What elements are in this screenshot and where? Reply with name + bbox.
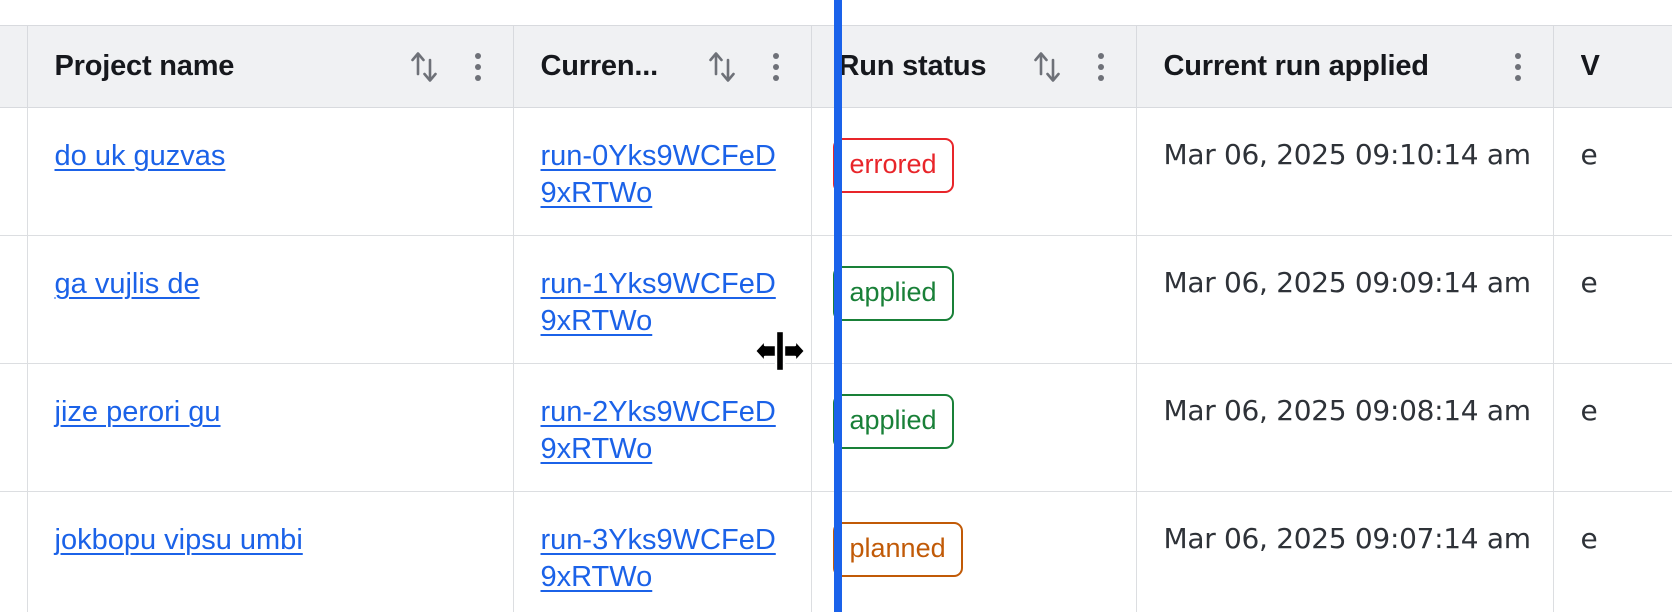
table-body: do uk guzvas run-0Yks9WCFeD9xRTWo errore… [0,107,1672,612]
table-header: Project name [0,25,1672,108]
cell-current-run: run-0Yks9WCFeD9xRTWo [513,107,812,236]
kebab-menu-icon[interactable] [1503,47,1533,87]
cell-run-status: planned [811,491,1137,612]
project-name-link[interactable]: jize perori gu [54,396,221,428]
column-header-label-project-name: Project name [54,50,235,82]
current-run-link[interactable]: run-0Yks9WCFeD9xRTWo [540,140,776,210]
cell-current-run-applied: Mar 06, 2025 09:08:14 am [1136,363,1554,492]
row-select-cell[interactable] [0,235,28,364]
cell-current-run-applied: Mar 06, 2025 09:10:14 am [1136,107,1554,236]
cell-current-run-applied: Mar 06, 2025 09:07:14 am [1136,491,1554,612]
cell-project-name: do uk guzvas [27,107,514,236]
cell-current-run: run-3Yks9WCFeD9xRTWo [513,491,812,612]
row-select-cell[interactable] [0,491,28,612]
table-row[interactable]: jokbopu vipsu umbi run-3Yks9WCFeD9xRTWo … [0,491,1672,612]
vcs-text: e [1580,266,1598,299]
column-header-project-name[interactable]: Project name [27,25,514,108]
status-badge: planned [832,522,963,577]
column-header-select[interactable] [0,25,28,108]
cell-project-name: ga vujlis de [27,235,514,364]
vcs-text: e [1580,394,1598,427]
project-name-link[interactable]: do uk guzvas [54,140,226,172]
current-run-applied-text: Mar 06, 2025 09:09:14 am [1163,266,1532,299]
row-select-cell[interactable] [0,107,28,236]
cell-vcs: e [1553,235,1672,364]
project-name-link[interactable]: jokbopu vipsu umbi [54,524,303,556]
kebab-menu-icon[interactable] [761,47,791,87]
column-header-current-run[interactable]: Curren... [513,25,812,108]
status-badge: errored [832,138,954,193]
cell-current-run-applied: Mar 06, 2025 09:09:14 am [1136,235,1554,364]
current-run-link[interactable]: run-3Yks9WCFeD9xRTWo [540,524,776,594]
table-row[interactable]: jize perori gu run-2Yks9WCFeD9xRTWo appl… [0,363,1672,492]
current-run-applied-text: Mar 06, 2025 09:10:14 am [1163,138,1532,171]
header-row: Project name [0,25,1672,108]
sort-icon[interactable] [407,47,441,87]
table-scroll-area[interactable]: Project name [0,25,1672,612]
status-badge: applied [832,266,954,321]
cell-vcs: e [1553,363,1672,492]
row-select-cell[interactable] [0,363,28,492]
cell-current-run: run-2Yks9WCFeD9xRTWo [513,363,812,492]
cell-run-status: applied [811,235,1137,364]
cell-vcs: e [1553,107,1672,236]
column-header-label-vcs: V [1580,50,1600,82]
column-header-label-current-run-applied: Current run applied [1163,50,1429,82]
cell-project-name: jokbopu vipsu umbi [27,491,514,612]
column-header-vcs[interactable]: V [1553,25,1672,108]
vcs-text: e [1580,522,1598,555]
column-header-run-status[interactable]: Run status [811,25,1137,108]
sort-icon[interactable] [705,47,739,87]
vcs-text: e [1580,138,1598,171]
current-run-applied-text: Mar 06, 2025 09:07:14 am [1163,522,1532,555]
kebab-menu-icon[interactable] [463,47,493,87]
column-header-label-current-run: Curren... [540,50,658,82]
column-header-current-run-applied[interactable]: Current run applied [1136,25,1554,108]
kebab-menu-icon[interactable] [1086,47,1116,87]
cell-project-name: jize perori gu [27,363,514,492]
cell-run-status: applied [811,363,1137,492]
status-badge: applied [832,394,954,449]
current-run-applied-text: Mar 06, 2025 09:08:14 am [1163,394,1532,427]
cell-current-run: run-1Yks9WCFeD9xRTWo [513,235,812,364]
table-row[interactable]: ga vujlis de run-1Yks9WCFeD9xRTWo applie… [0,235,1672,364]
table-top-spacer [0,0,1672,25]
table-row[interactable]: do uk guzvas run-0Yks9WCFeD9xRTWo errore… [0,107,1672,236]
project-name-link[interactable]: ga vujlis de [54,268,200,300]
cell-vcs: e [1553,491,1672,612]
sort-icon[interactable] [1030,47,1064,87]
column-header-label-run-status: Run status [838,50,987,82]
cell-run-status: errored [811,107,1137,236]
current-run-link[interactable]: run-2Yks9WCFeD9xRTWo [540,396,776,466]
projects-table: Project name [0,25,1672,612]
current-run-link[interactable]: run-1Yks9WCFeD9xRTWo [540,268,776,338]
